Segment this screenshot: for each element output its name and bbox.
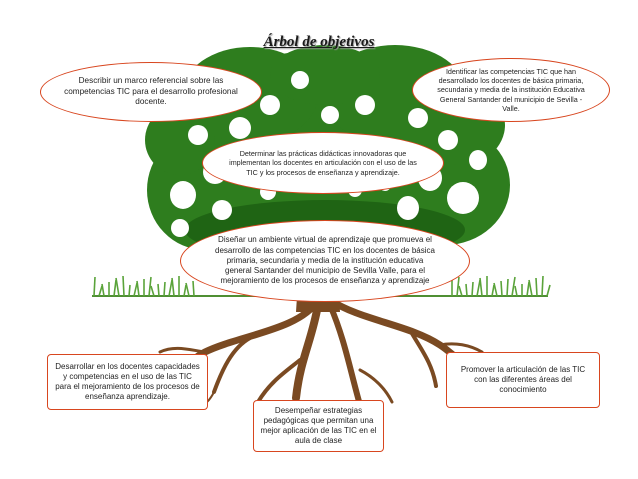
grass-blade [477, 280, 480, 296]
diagram-title: Árbol de objetivos [0, 34, 638, 51]
general-objective: Diseñar un ambiente virtual de aprendiza… [180, 220, 470, 302]
objective-top-right-text: Identificar las competencias TIC que han… [431, 67, 591, 113]
grass-blade [527, 282, 529, 296]
grass-blade [193, 281, 194, 296]
grass-blade [134, 283, 137, 296]
grass-blade [114, 280, 116, 296]
grass-blade [480, 278, 482, 296]
grass-blade [158, 284, 159, 296]
grass-blade [507, 279, 508, 296]
objective-middle: Determinar las prácticas didácticas inno… [202, 132, 444, 194]
objective-bottom-right-text: Promover la articulación de las TIC con … [455, 365, 591, 396]
grass-blade [459, 286, 462, 296]
objective-bottom-left-text: Desarrollar en los docentes capacidades … [54, 362, 201, 403]
grass-blade [472, 282, 473, 296]
general-objective-text: Diseñar un ambiente virtual de aprendiza… [215, 235, 435, 286]
objective-top-left: Describir un marco referencial sobre las… [40, 62, 262, 122]
grass-blade [529, 280, 532, 296]
grass-blade [172, 278, 174, 296]
grass-blade [186, 283, 189, 296]
grass-blade [151, 286, 154, 296]
grass-blade [102, 284, 104, 296]
grass-blade [116, 278, 119, 296]
objective-bottom-right: Promover la articulación de las TIC con … [446, 352, 600, 408]
objective-middle-text: Determinar las prácticas didácticas inno… [229, 149, 417, 177]
grass-blade [94, 277, 95, 296]
grass-blade [99, 286, 102, 296]
grass-blade [547, 285, 550, 296]
grass-blade [164, 282, 165, 296]
tree-roots [160, 300, 492, 408]
grass-blade [492, 285, 494, 296]
grass-blade [515, 286, 517, 296]
objective-top-left-text: Describir un marco referencial sobre las… [61, 76, 241, 108]
grass-blade [501, 281, 502, 296]
grass-blade [494, 283, 497, 296]
grass-blade [137, 281, 139, 296]
objective-bottom-center: Desempeñar estrategias pedagógicas que p… [253, 400, 384, 452]
objective-top-right: Identificar las competencias TIC que han… [412, 58, 610, 122]
grass-blade [169, 280, 172, 296]
grass-blade [542, 276, 543, 296]
grass-blade [123, 276, 124, 296]
grass-blade [184, 285, 186, 296]
grass-blade [129, 285, 130, 296]
objective-bottom-center-text: Desempeñar estrategias pedagógicas que p… [260, 406, 377, 447]
grass-blade [466, 284, 467, 296]
grass-blade [536, 278, 537, 296]
objective-bottom-left: Desarrollar en los docentes capacidades … [47, 354, 208, 410]
